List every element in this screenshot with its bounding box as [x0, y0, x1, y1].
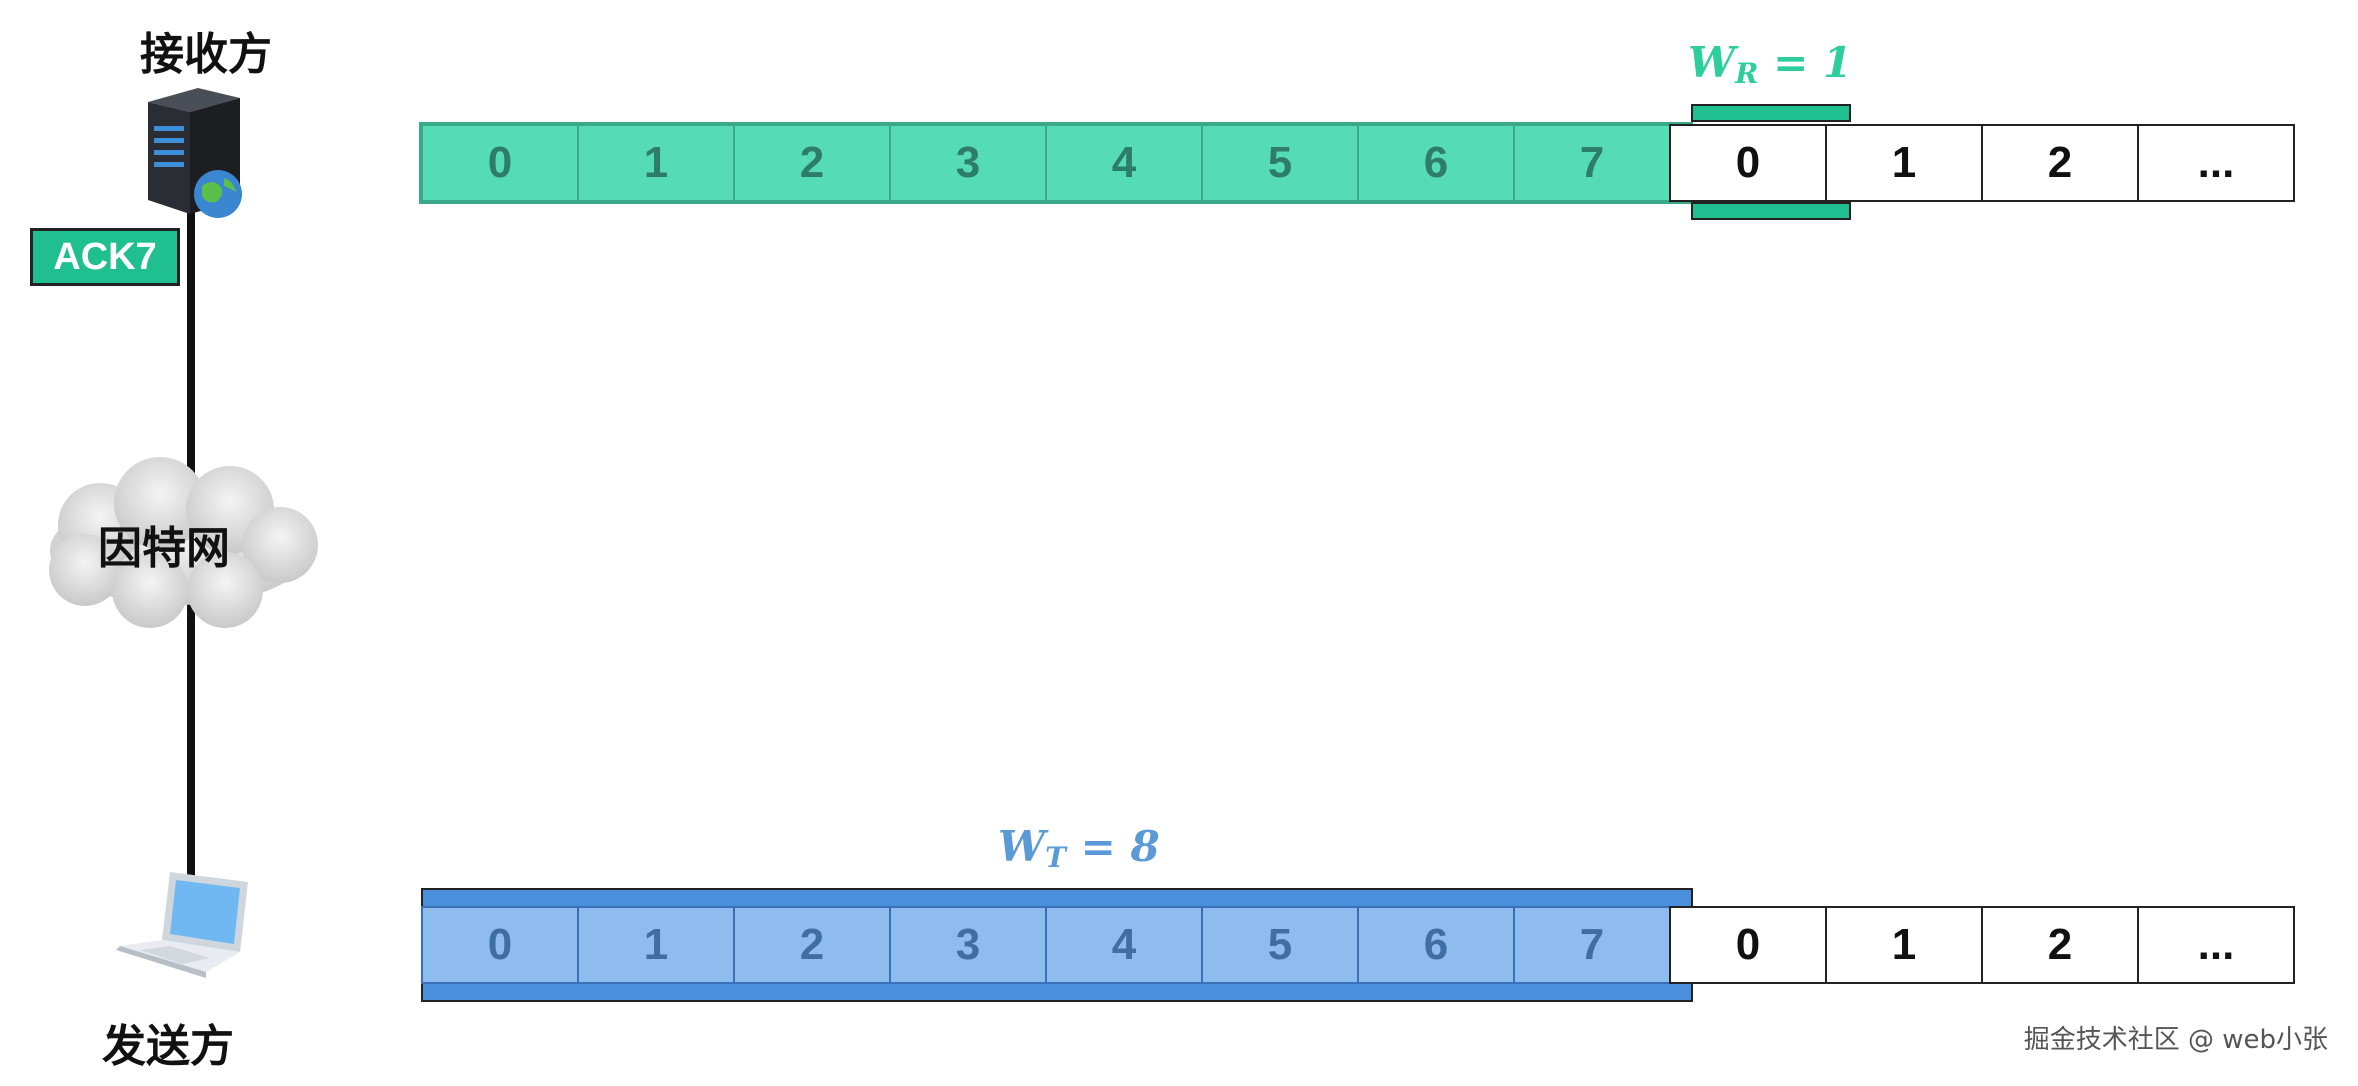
receiver-cell: 2	[1981, 124, 2139, 202]
send-window-symbol: W	[998, 822, 1046, 871]
receive-window-top-bar	[1691, 104, 1851, 122]
receiver-window-cell: 0	[1669, 124, 1827, 202]
receive-window-label: WR = 1	[1688, 38, 1853, 90]
receive-window-symbol: W	[1688, 38, 1736, 87]
sender-cell: 1	[577, 906, 735, 984]
watermark: 掘金技术社区 @ web小张	[2023, 1025, 2328, 1055]
sender-cell: 0	[421, 906, 579, 984]
cloud-icon	[30, 455, 330, 635]
receiver-cell: 4	[1045, 124, 1203, 202]
receive-window-value: = 1	[1773, 38, 1853, 87]
receiver-sequence: 0 1 2 3 4 5 6 7 0 1 2 ...	[421, 124, 2295, 202]
receiver-cell: 6	[1357, 124, 1515, 202]
receive-window-subscript: R	[1735, 57, 1759, 90]
server-icon	[140, 82, 250, 222]
ack-badge-label: ACK7	[53, 235, 157, 278]
sender-cell: 0	[1669, 906, 1827, 984]
sender-cell: 2	[733, 906, 891, 984]
receiver-cell: 5	[1201, 124, 1359, 202]
receiver-cell: 0	[421, 124, 579, 202]
send-window-subscript: T	[1045, 841, 1067, 874]
sender-cell: 5	[1201, 906, 1359, 984]
receiver-cell: ...	[2137, 124, 2295, 202]
laptop-icon	[110, 868, 250, 978]
receive-window-bottom-bar	[1691, 202, 1851, 220]
receiver-label: 接收方	[140, 29, 272, 80]
receiver-cell: 7	[1513, 124, 1671, 202]
sender-cell: 3	[889, 906, 1047, 984]
sender-cell: ...	[2137, 906, 2295, 984]
receiver-cell: 1	[1825, 124, 1983, 202]
send-window-label: WT = 8	[998, 822, 1160, 874]
network-label: 因特网	[98, 523, 230, 574]
sender-sequence: 0 1 2 3 4 5 6 7 0 1 2 ...	[421, 906, 2295, 984]
sender-label: 发送方	[102, 1021, 234, 1072]
send-window-value: = 8	[1080, 822, 1160, 871]
receiver-cell: 1	[577, 124, 735, 202]
sender-cell: 4	[1045, 906, 1203, 984]
sender-cell: 1	[1825, 906, 1983, 984]
receiver-cell: 2	[733, 124, 891, 202]
sender-cell: 6	[1357, 906, 1515, 984]
sender-cell: 7	[1513, 906, 1671, 984]
sender-cell: 2	[1981, 906, 2139, 984]
ack-badge: ACK7	[30, 228, 180, 286]
receiver-cell: 3	[889, 124, 1047, 202]
